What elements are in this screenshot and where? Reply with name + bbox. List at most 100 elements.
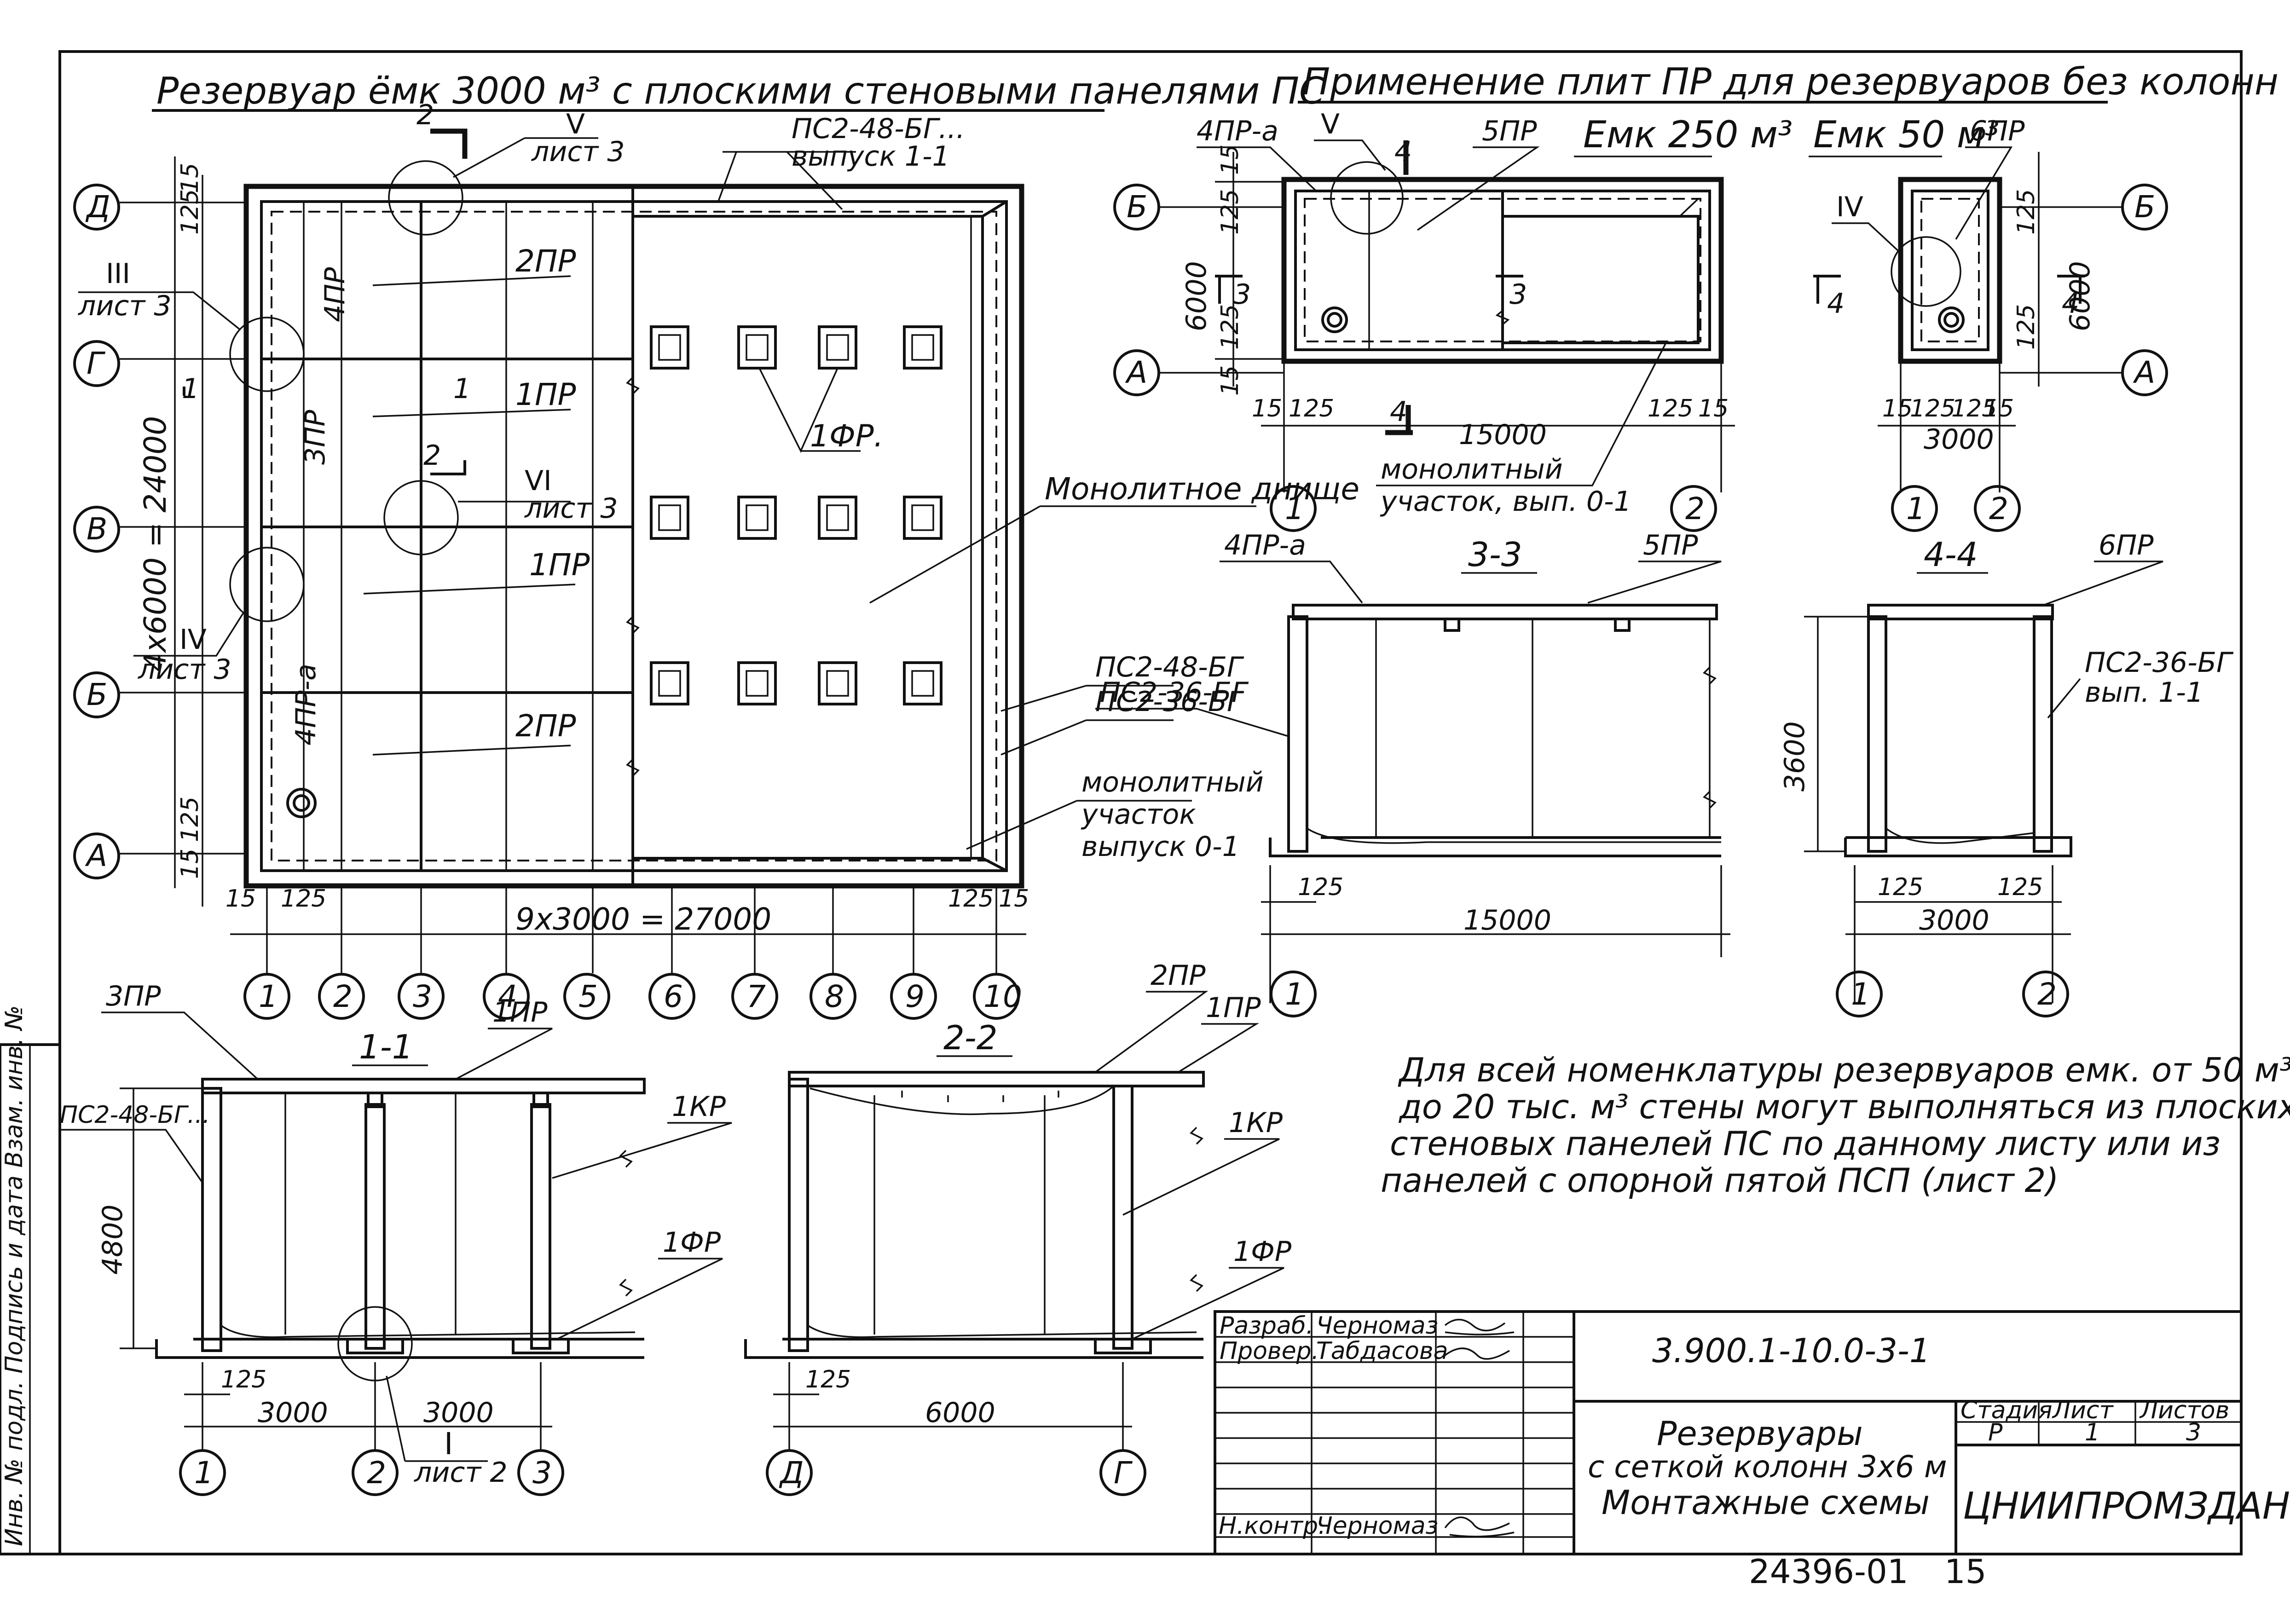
small-dim-15-a: 15 (1216, 144, 1244, 175)
axis-col-8: 8 (825, 979, 844, 1014)
general-note: Для всей номенклатуры резервуаров емк. о… (1381, 1051, 2290, 1200)
s44-axis-1: 1 (1851, 977, 1870, 1012)
s11-dim-3000a: 3000 (258, 1397, 328, 1429)
axis-col-6: 6 (664, 979, 683, 1014)
s11-dim-3000b: 3000 (423, 1397, 494, 1429)
tb-name-check: Табдасова (1316, 1337, 1448, 1365)
small-cut-4-bottom: 4 (1390, 396, 1407, 428)
small-dim-6000-left: 6000 (1180, 261, 1213, 331)
tb-name-norm: Черномаз (1316, 1512, 1438, 1540)
side-stamp-text: Инв. № подл. Подпись и дата Взам. инв. № (0, 1005, 28, 1546)
node-v-label: V (566, 108, 585, 140)
tb-role-develop: Разраб. (1220, 1312, 1313, 1340)
column-axes: 1 2 3 4 5 6 7 8 9 10 (230, 888, 1026, 1020)
node-circle-vi (383, 480, 459, 555)
cap-50: Емк 50 м³ (1813, 113, 1999, 156)
small-dim-6000-right: 6000 (2064, 261, 2096, 331)
small-dim-125-d: 125 (1648, 395, 1693, 422)
small-mono-2: участок, вып. 0-1 (1380, 485, 1631, 518)
s44-axis-2: 2 (2037, 977, 2057, 1012)
label-wall-48-top-release: выпуск 1-1 (792, 140, 950, 173)
small-axis-a-right: А (2133, 355, 2155, 390)
label-1pr-b: 1ПР (529, 547, 590, 583)
s33-title: 3-3 (1468, 535, 1522, 574)
small-dim-125-f: 125 (2012, 304, 2040, 350)
tb-stage-value: Р (1988, 1419, 2003, 1446)
dim-125-right: 125 (948, 885, 994, 913)
s22-axis-g: Г (1114, 1455, 1133, 1491)
dim-15-bottom: 15 (176, 849, 204, 879)
small-dim-3000: 3000 (1924, 423, 1994, 456)
tb-sheet-value: 1 (2085, 1419, 2100, 1446)
s11-title: 1-1 (359, 1028, 413, 1066)
s44-dim-125b: 125 (1997, 873, 2043, 901)
dim-total-x: 9х3000 = 27000 (515, 902, 771, 937)
dim-15-right: 15 (999, 885, 1029, 913)
small-dim-15-c: 15 (1252, 395, 1282, 422)
dim-125-top: 125 (176, 189, 204, 235)
note-line-2: до 20 тыс. м³ стены могут выполняться из… (1398, 1087, 2290, 1126)
s11-dim-4800: 4800 (97, 1204, 129, 1275)
note-line-1: Для всей номенклатуры резервуаров емк. о… (1398, 1051, 2290, 1089)
label-2pr-bottom: 2ПР (515, 708, 576, 744)
s22-title: 2-2 (943, 1018, 998, 1057)
axis-col-1: 1 (259, 979, 278, 1014)
axis-col-2: 2 (333, 979, 353, 1014)
small-6pr: 6ПР (1970, 115, 2025, 147)
s33-axis-1: 1 (1285, 977, 1304, 1012)
tb-org: ЦНИИПРОМЗДАНИЙ (1963, 1484, 2290, 1527)
node-vi-label: VI (525, 465, 552, 497)
s22-1kr: 1КР (1229, 1107, 1283, 1139)
manhole-symbol (286, 788, 317, 818)
s44-dim-125a: 125 (1878, 873, 1923, 901)
small-axis-1-b: 1 (1906, 491, 1926, 526)
axis-row-b: Б (87, 677, 107, 712)
axis-col-7: 7 (746, 979, 766, 1014)
s11-axis-2: 2 (367, 1455, 386, 1491)
label-wall-48-right: ПС2-48-БГ (1095, 651, 1244, 683)
cut-mark-1-inner: 1 (453, 373, 471, 405)
small-axis-b-right: Б (2134, 189, 2155, 225)
small-cut-4-right: 4 (2062, 288, 2079, 320)
s11-dim-125: 125 (221, 1366, 266, 1393)
small-dim-15-b: 15 (1216, 365, 1244, 396)
tb-code: 3.900.1-10.0-3-1 (1652, 1331, 1931, 1370)
small-cut-3-left: 3 (1233, 278, 1251, 311)
cut-mark-2-top: 2 (416, 99, 434, 131)
small-node-iv: IV (1836, 191, 1863, 223)
row-axes: Д Г В Б А (73, 156, 246, 907)
axis-row-g: Г (87, 346, 106, 381)
s33-dim-15000: 15000 (1463, 904, 1551, 936)
label-1pr-a: 1ПР (515, 377, 576, 412)
label-mono-2: участок (1081, 798, 1196, 831)
small-dim-15-d: 15 (1698, 395, 1729, 422)
node-circle-v (388, 160, 463, 236)
small-axis-2: 2 (1685, 491, 1705, 526)
title-block: Разраб. Черномаз Провер. Табдасова Н.кон… (1214, 1310, 2290, 1591)
s22-2pr: 2ПР (1151, 959, 1206, 992)
s11-axis-3: 3 (532, 1455, 552, 1491)
tb-sheets-label: Листов (2139, 1397, 2229, 1424)
node-v-sheet: лист 3 (531, 136, 625, 168)
node-circle-iv (229, 547, 305, 622)
dim-15-left: 15 (226, 885, 256, 913)
small-axis-b-left: Б (1127, 189, 1147, 225)
s33-5pr: 5ПР (1643, 529, 1698, 561)
small-dim-125-g: 125 (1910, 395, 1955, 422)
note-line-3: стеновых панелей ПС по данному листу или… (1390, 1124, 2221, 1163)
small-axis-a-left: А (1125, 355, 1147, 390)
tb-title-1: Резервуары (1657, 1414, 1863, 1453)
side-stamp: Инв. № подл. Подпись и дата Взам. инв. № (0, 1005, 61, 1555)
sheet-frame (58, 50, 2243, 1555)
small-cut-4-left: 4 (1827, 288, 1845, 320)
node-iv-sheet: лист 3 (138, 653, 231, 686)
s44-title: 4-4 (1924, 535, 1978, 574)
tank-250-outer (1281, 177, 1724, 364)
tank-50-outer (1898, 177, 2002, 364)
tb-stage-label: Стадия (1960, 1397, 2053, 1424)
label-mono-3: выпуск 0-1 (1081, 831, 1240, 863)
node-vi-sheet: лист 3 (524, 492, 618, 525)
small-cut-3-inner: 3 (1509, 278, 1527, 311)
axis-row-v: В (87, 511, 107, 547)
